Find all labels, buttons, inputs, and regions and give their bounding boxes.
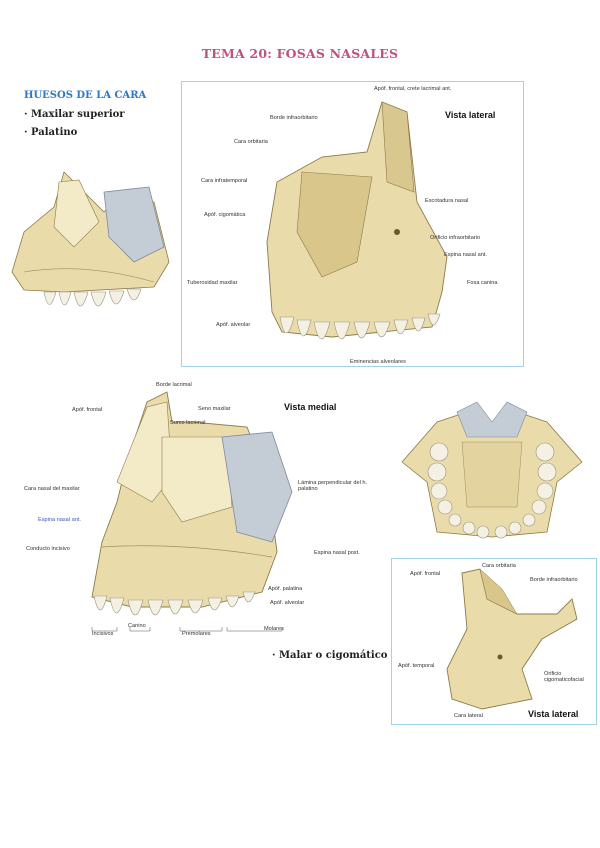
label-apof-frontal: Apóf. frontal, crete lacrimal ant. bbox=[374, 86, 452, 92]
label-surco-lacrimal: Surco lacrimal bbox=[170, 420, 206, 426]
view-title: Vista lateral bbox=[528, 709, 579, 719]
label-seno-maxilar: Seno maxilar bbox=[198, 406, 231, 412]
maxilar-inferior-illustration bbox=[401, 401, 583, 539]
section-heading: HUESOS DE LA CARA bbox=[24, 90, 147, 101]
label-apof-frontal: Apóf. frontal bbox=[410, 571, 441, 577]
maxilar-lateral-illustration bbox=[266, 101, 448, 340]
label-molares: Molares bbox=[264, 626, 284, 632]
bullet-palatino: · Palatino bbox=[24, 127, 78, 138]
label-eminencias-alveolares: Eminencias alveolares bbox=[350, 359, 406, 365]
label-espina-nasal-post: Espina nasal post. bbox=[314, 550, 360, 556]
label-cara-lateral: Cara lateral bbox=[454, 713, 483, 719]
label-tuberosidad-maxilar: Tuberosidad maxilar bbox=[187, 280, 238, 286]
label-borde-lacrimal: Borde lacrimal bbox=[156, 382, 192, 388]
malar-lateral-illustration bbox=[446, 568, 578, 710]
figure-malar-lateral: Vista lateral Apóf. frontal Cara orbitar… bbox=[391, 558, 597, 725]
malar-caption: · Malar o cigomático → bbox=[272, 650, 400, 661]
label-escotadura-nasal: Escotadura nasal bbox=[425, 198, 469, 204]
label-apof-alveolar: Apóf. alveolar bbox=[216, 322, 251, 328]
figure-maxilar-medial: Vista medial Borde lacrimal Apóf. fronta… bbox=[22, 382, 382, 637]
label-apof-frontal: Apóf. frontal bbox=[72, 407, 103, 413]
maxilar-palatino-illustration bbox=[11, 171, 170, 307]
page-title: TEMA 20: FOSAS NASALES bbox=[201, 46, 399, 61]
label-apof-cigomatica: Apóf. cigomática bbox=[204, 212, 246, 218]
label-apof-palatina: Apóf. palatina bbox=[268, 586, 303, 592]
label-conducto-incisivo: Conducto incisivo bbox=[26, 546, 70, 552]
label-apof-alveolar: Apóf. alveolar bbox=[270, 600, 305, 606]
label-apof-temporal: Apóf. temporal bbox=[398, 663, 435, 669]
label-espina-nasal-ant: Espina nasal ant. bbox=[444, 252, 487, 258]
label-canino: Canino bbox=[128, 623, 146, 629]
label-espina-nasal-ant: Espina nasal ant. bbox=[38, 517, 81, 523]
label-borde-infraorbitario: Borde infraorbitario bbox=[270, 115, 318, 121]
label-borde-infraorbitario: Borde infraorbitario bbox=[530, 577, 578, 583]
view-title: Vista medial bbox=[284, 402, 337, 412]
label-fosa-canina: Fosa canina bbox=[467, 280, 498, 286]
label-cara-infratemporal: Cara infratemporal bbox=[201, 178, 248, 184]
label-cara-nasal-del-maxilar: Cara nasal del maxilar bbox=[24, 486, 80, 492]
label-cara-orbitaria: Cara orbitaria bbox=[234, 139, 268, 145]
label-orificio-cigomaticofacial: Orificio cigomaticofacial bbox=[544, 671, 584, 683]
maxilar-medial-illustration bbox=[91, 391, 293, 632]
label-incisivos: Incisivos bbox=[92, 631, 114, 637]
figure-maxilar-lateral: Vista lateral Apóf. frontal, crete lacri… bbox=[181, 81, 524, 367]
label-orificio-infraorbitario: Orificio infraorbitario bbox=[430, 235, 481, 241]
bullet-maxilar-superior: · Maxilar superior bbox=[24, 109, 125, 120]
label-premolares: Premolares bbox=[182, 631, 211, 637]
label-lamina-perpendicular: Lámina perpendicular del h. palatino bbox=[298, 480, 368, 492]
view-title: Vista lateral bbox=[445, 110, 496, 120]
label-cara-orbitaria: Cara orbitaria bbox=[482, 563, 516, 569]
